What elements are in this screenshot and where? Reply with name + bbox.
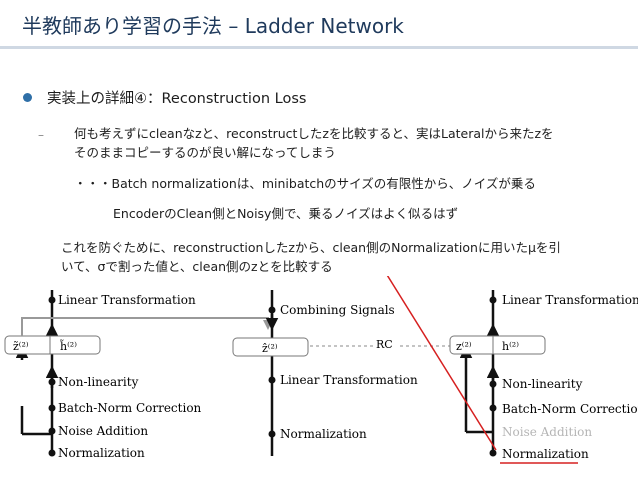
node-dot (48, 427, 56, 435)
node-dot (489, 404, 497, 412)
sub-line-2: そのままコピーするのが良い解になってしまう (74, 145, 336, 160)
middle-linear-label: Linear Transformation (280, 373, 418, 387)
left-norm-label: Normalization (58, 446, 145, 460)
node-dot (268, 376, 276, 384)
para-line-2: いて、σで割った値と、clean側のzとを比較する (61, 259, 333, 274)
dash-marker: – (38, 128, 44, 142)
ladder-network-diagram: z̃⁽²⁾ h̃⁽²⁾ Linear Transformation Non-li… (4, 276, 638, 464)
para-line-1: これを防ぐために、reconstructionしたzから、clean側のNorm… (61, 240, 561, 255)
h-clean-label: h⁽²⁾ (502, 340, 519, 353)
sub-line-1: 何も考えずにcleanなzと、reconstructしたzを比較すると、実はLa… (74, 126, 554, 141)
highlight-pointer-line (386, 276, 497, 451)
left-linear-label: Linear Transformation (58, 293, 196, 307)
node-dot (48, 378, 56, 386)
node-dot (48, 296, 56, 304)
z-tilde-label: z̃⁽²⁾ (13, 340, 29, 353)
slide-title: 半教師あり学習の手法 – Ladder Network (22, 14, 404, 38)
z-hat-label: ẑ⁽²⁾ (262, 342, 278, 355)
node-dot (489, 449, 497, 457)
rc-label: RC (376, 338, 393, 351)
clean-encoder-column: z⁽²⁾ h⁽²⁾ Linear Transformation Non-line… (449, 290, 638, 464)
noisy-encoder-column: z̃⁽²⁾ h̃⁽²⁾ Linear Transformation Non-li… (4, 290, 202, 460)
bullet-heading: 実装上の詳細④：Reconstruction Loss (47, 91, 307, 107)
sub-line-3: ・・・Batch normalizationは、minibatchのサイズの有限… (74, 176, 536, 191)
sub-line-4: EncoderのClean側とNoisy側で、乗るノイズはよく似るはず (113, 206, 459, 221)
node-dot (48, 449, 56, 457)
right-noise-label: Noise Addition (502, 425, 592, 439)
right-linear-label: Linear Transformation (502, 293, 638, 307)
node-dot (48, 404, 56, 412)
node-dot (489, 296, 497, 304)
combining-label: Combining Signals (280, 303, 395, 317)
h-tilde-label: h̃⁽²⁾ (60, 340, 78, 353)
right-bn-label: Batch-Norm Correction (502, 402, 638, 416)
right-norm-label: Normalization (502, 447, 589, 461)
lateral-connection-arrow (21, 317, 273, 336)
node-dot (489, 380, 497, 388)
node-dot (268, 430, 276, 438)
left-noise-label: Noise Addition (58, 424, 148, 438)
left-bn-label: Batch-Norm Correction (58, 401, 202, 415)
title-divider (0, 46, 638, 49)
decoder-column: ẑ⁽²⁾ Combining Signals Linear Transforma… (232, 290, 450, 456)
left-nonlin-label: Non-linearity (58, 375, 139, 389)
middle-norm-label: Normalization (280, 427, 367, 441)
bullet-dot-icon (23, 93, 32, 102)
z-clean-label: z⁽²⁾ (456, 340, 472, 353)
right-nonlin-label: Non-linearity (502, 377, 583, 391)
node-dot (268, 306, 276, 314)
